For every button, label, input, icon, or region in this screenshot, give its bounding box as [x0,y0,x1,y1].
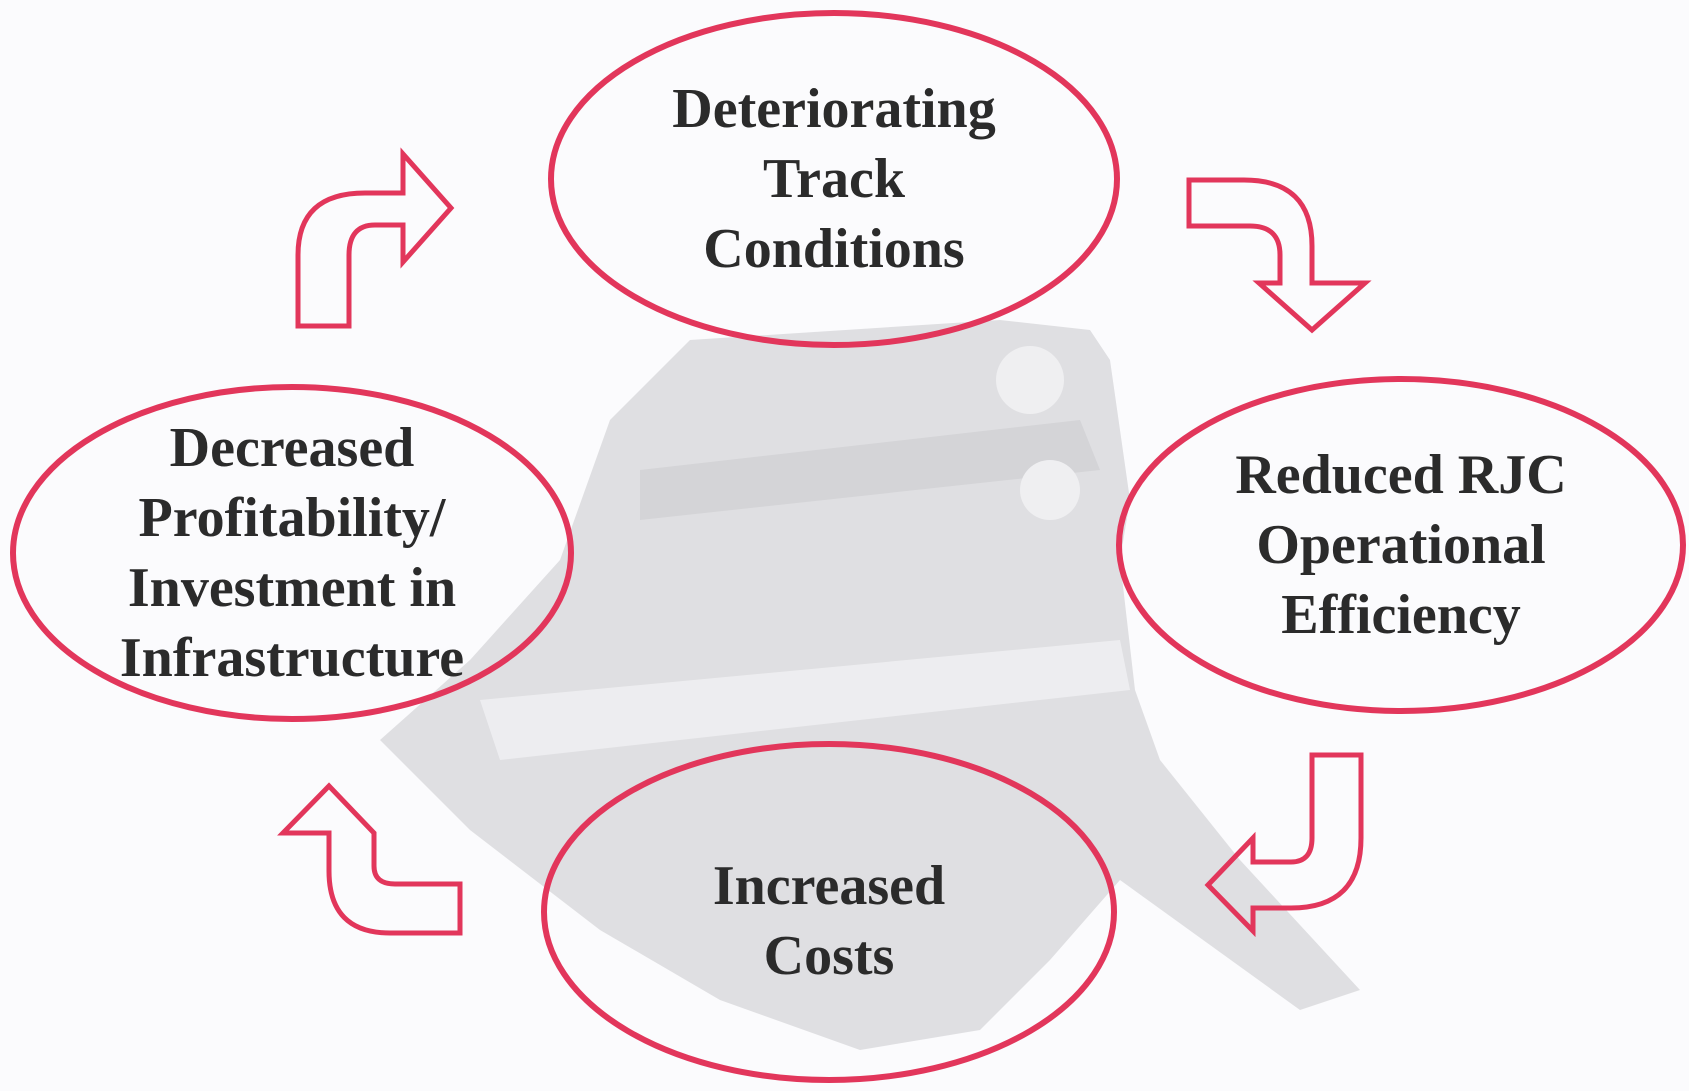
arrow-reduced-to-increased [1204,752,1364,938]
node-deteriorating-ellipse [548,10,1120,348]
node-line: Increased [712,855,946,917]
arrow-increased-to-decreased [277,782,463,936]
node-line: Investment in [127,557,457,619]
node-line: Deteriorating [672,78,996,140]
node-reduced-ellipse [1116,376,1686,714]
node-line: Costs [763,925,895,987]
node-line: Infrastructure [119,627,465,689]
node-deteriorating-label: Deteriorating Track Conditions [584,69,1084,289]
node-decreased-ellipse [10,384,574,722]
arrow-decreased-to-deteriorating [295,147,455,329]
node-line: Reduced RJC [1235,444,1567,506]
arrow-deteriorating-to-reduced [1186,177,1372,334]
node-increased-ellipse [541,741,1117,1083]
node-line: Track [762,148,906,210]
node-line: Decreased [169,417,415,479]
node-line: Conditions [703,218,965,280]
node-reduced-label: Reduced RJC Operational Efficiency [1151,435,1651,655]
node-line: Profitability/ [138,487,446,549]
node-decreased-label: Decreased Profitability/ Investment in I… [42,408,542,698]
locomotive-watermark [380,320,1360,1050]
node-line: Operational [1256,514,1546,576]
node-line: Efficiency [1281,584,1521,646]
node-increased-label: Increased Costs [579,846,1079,996]
